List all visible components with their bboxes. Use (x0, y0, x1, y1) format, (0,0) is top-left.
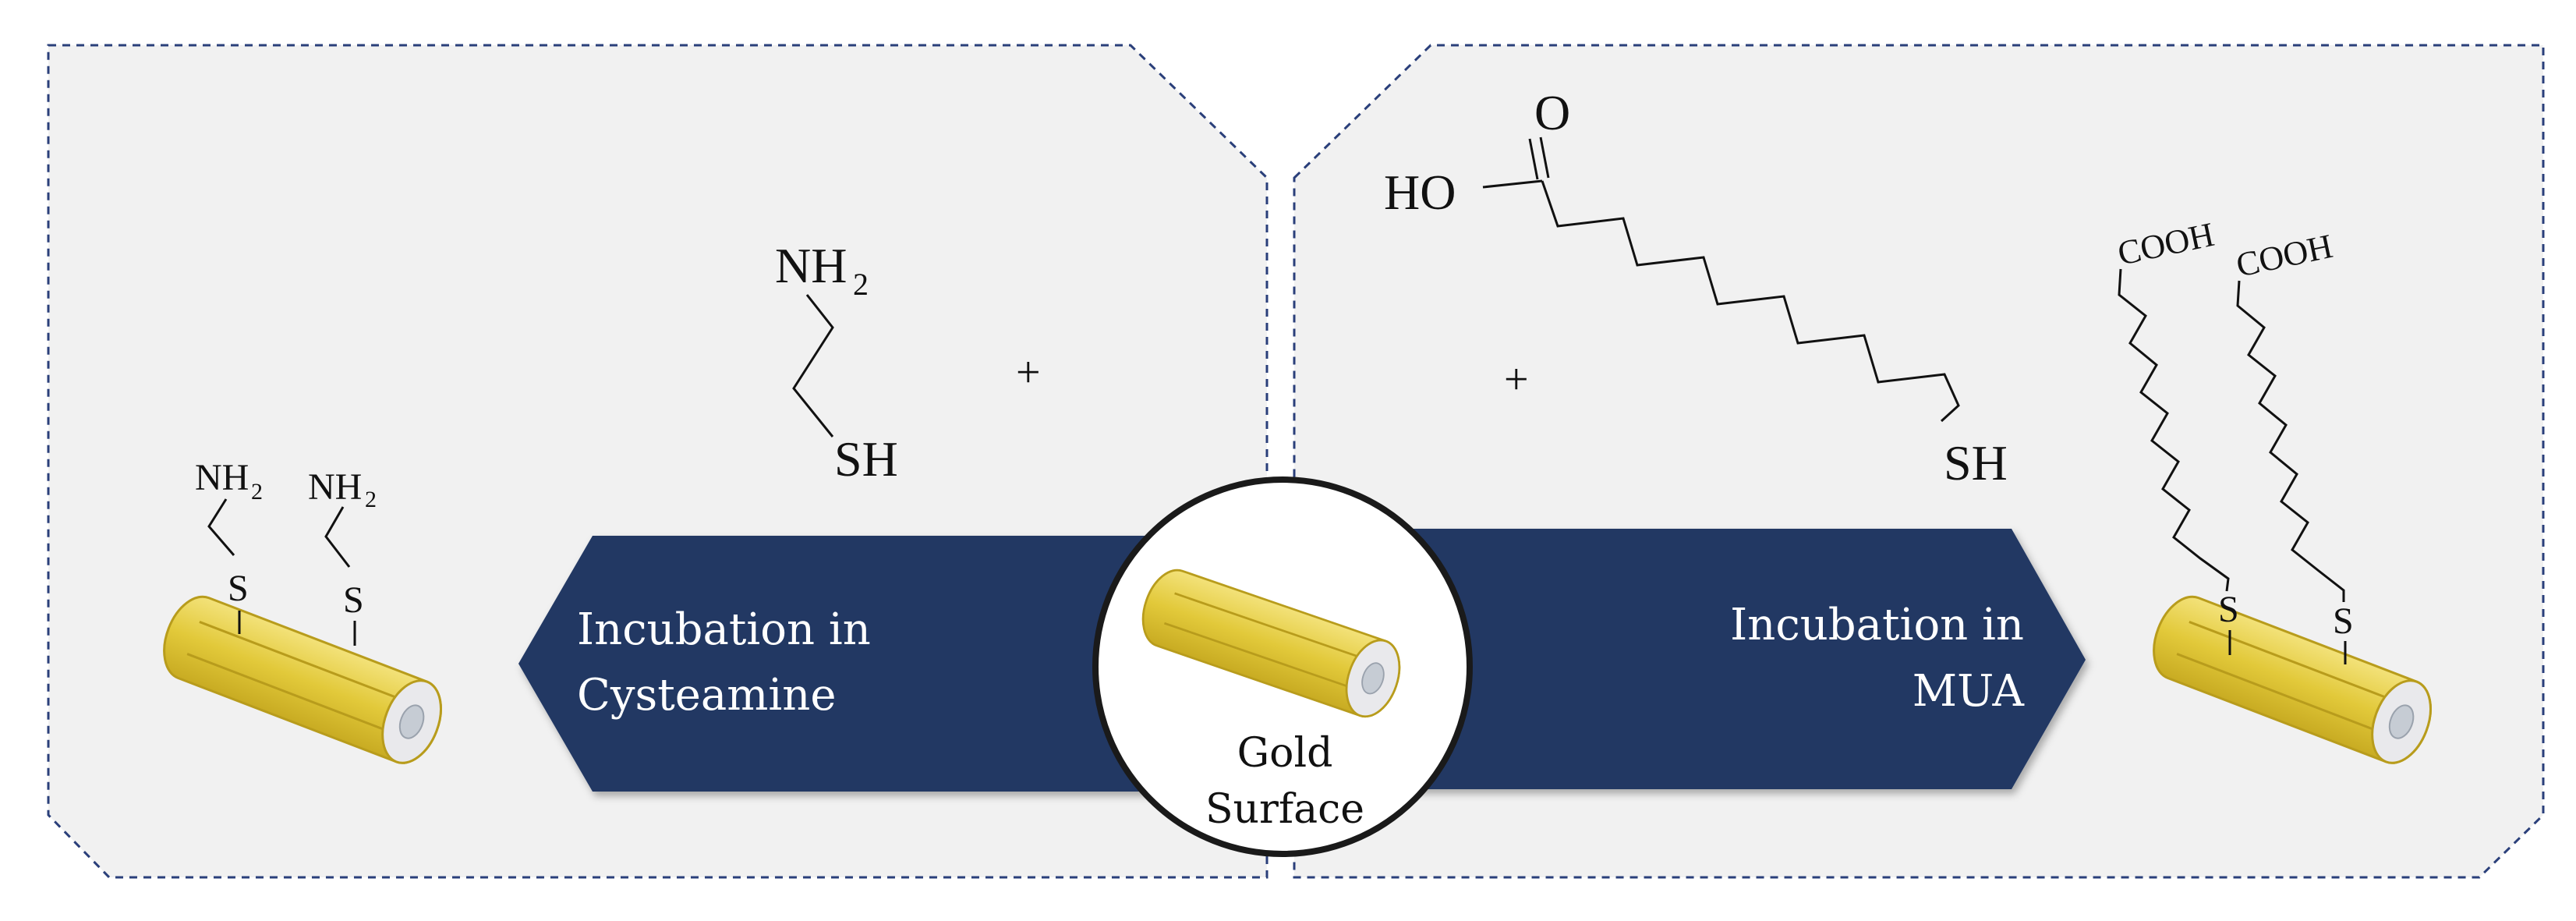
mua-sh-label: SH (1944, 435, 2008, 491)
mua-molecule: O HO SH (1384, 85, 2008, 491)
cysteamine-chain-2: NH 2 S (308, 466, 377, 646)
right-arrow-label-line2: MUA (1913, 666, 2025, 717)
cysteamine-sh-label: SH (834, 431, 898, 487)
product-nh-label-1: NH (195, 457, 249, 498)
product-s-label-r2: S (2333, 600, 2354, 642)
cysteamine-nh-label: NH (775, 238, 847, 293)
product-s-label-r1: S (2218, 589, 2239, 630)
product-s-label-2: S (343, 579, 364, 621)
surface-label: Surface (1205, 786, 1364, 833)
product-sub-1: 2 (251, 479, 263, 505)
left-arrow-label-line1: Incubation in (577, 604, 871, 655)
left-plus-sign: + (1016, 349, 1041, 397)
right-arrow (1396, 529, 2086, 789)
product-nh-label-2: NH (308, 466, 362, 508)
cysteamine-molecule: NH 2 SH (775, 238, 898, 487)
product-sub-2: 2 (365, 487, 377, 512)
left-arrow-label-line2: Cysteamine (577, 670, 836, 721)
right-arrow-label-line1: Incubation in (1730, 600, 2024, 650)
product-s-label-1: S (228, 568, 249, 609)
cysteamine-chain-1: NH 2 S (195, 457, 263, 634)
gold-label: Gold (1237, 730, 1333, 777)
mua-o-label: O (1534, 85, 1570, 140)
left-arrow (518, 536, 1185, 792)
right-plus-sign: + (1504, 356, 1529, 404)
cysteamine-subscript: 2 (853, 267, 869, 302)
mua-ho-label: HO (1384, 165, 1456, 220)
